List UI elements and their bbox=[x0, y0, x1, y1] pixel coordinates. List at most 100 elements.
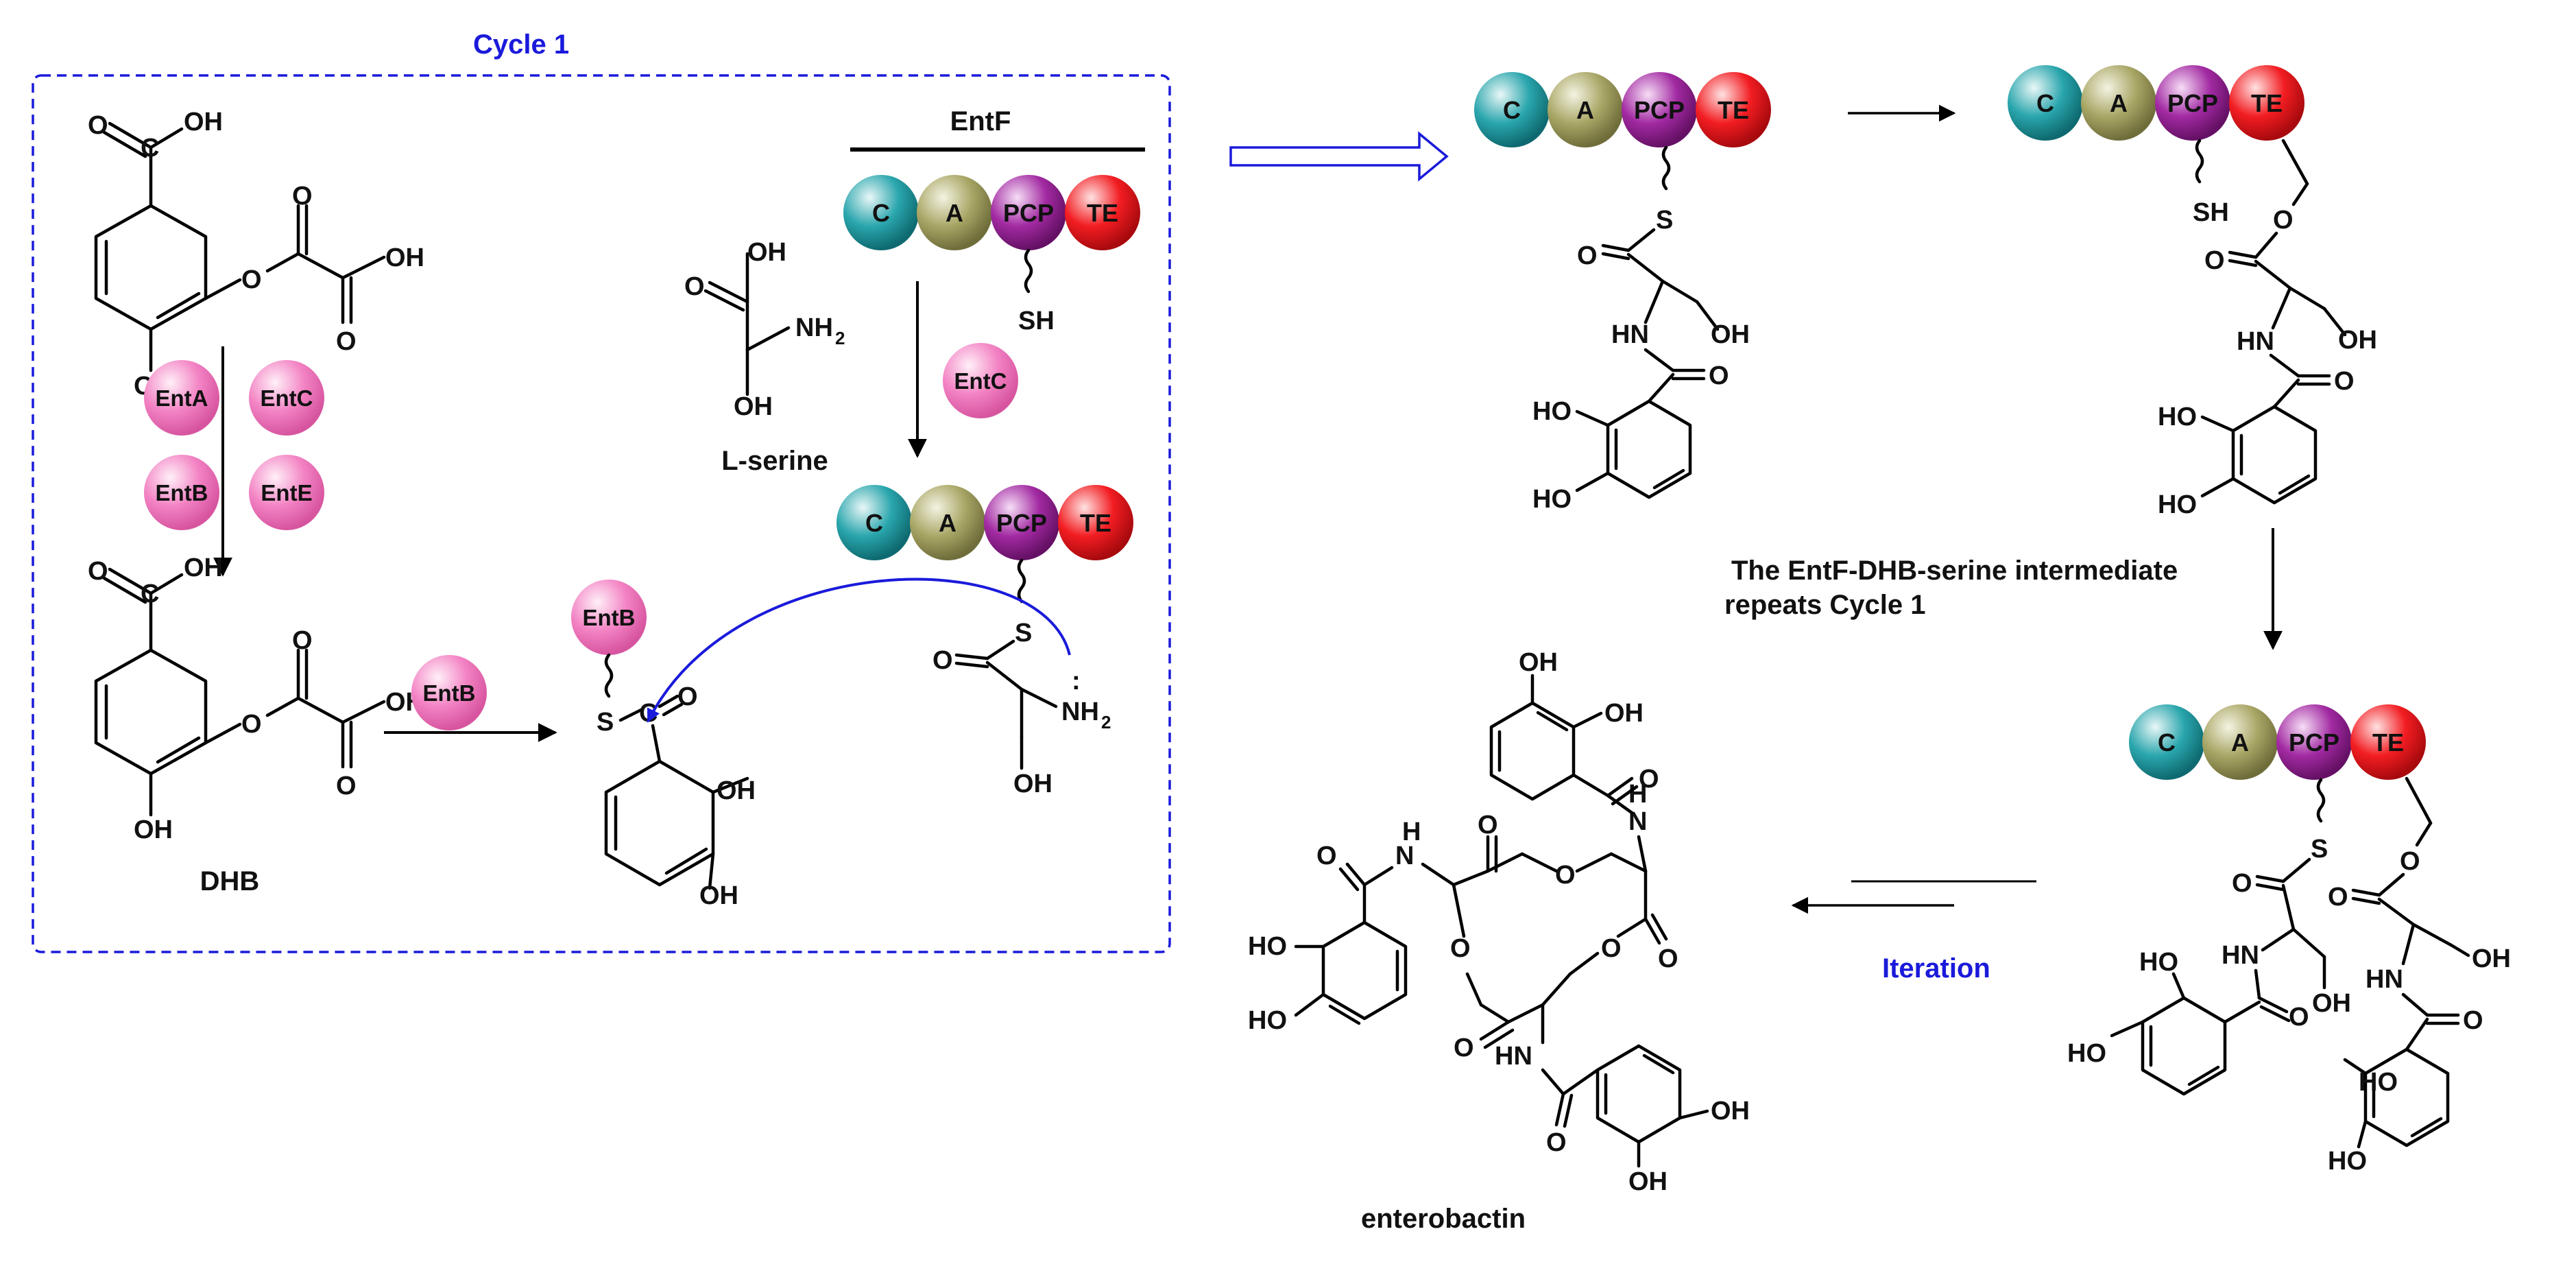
svg-text:OH: OH bbox=[747, 238, 786, 267]
svg-text:O: O bbox=[292, 626, 313, 655]
svg-text:NH: NH bbox=[1061, 698, 1099, 726]
repeat-text-line2: repeats Cycle 1 bbox=[1724, 590, 1926, 620]
svg-text:OH: OH bbox=[184, 553, 223, 582]
entf-te-ester: C A PCP TE SH O O OH HN O HO HO bbox=[2008, 65, 2377, 519]
enzyme-enta: EntA bbox=[144, 360, 219, 436]
chorismate-structure: O C OH OH O O O OH bbox=[88, 108, 424, 401]
svg-text:OH: OH bbox=[699, 881, 738, 910]
svg-text:O: O bbox=[88, 557, 108, 586]
svg-text:O: O bbox=[684, 272, 705, 301]
enzyme-ente: EntE bbox=[249, 455, 324, 530]
svg-text:O: O bbox=[677, 682, 698, 711]
svg-text:NH: NH bbox=[795, 313, 833, 342]
svg-text:PCP: PCP bbox=[2289, 728, 2339, 757]
svg-text:C: C bbox=[1503, 96, 1521, 124]
entb-dhb-thioester: EntB S C O OH OH bbox=[571, 580, 756, 910]
entf-label: EntF bbox=[950, 106, 1011, 136]
svg-text:OH: OH bbox=[1628, 1167, 1668, 1196]
svg-text:S: S bbox=[1015, 619, 1032, 647]
svg-text:O: O bbox=[1546, 1128, 1567, 1157]
svg-text:HO: HO bbox=[1248, 1006, 1287, 1035]
svg-text:HO: HO bbox=[2139, 948, 2178, 977]
cycle-1-box bbox=[32, 74, 1171, 953]
svg-text:C: C bbox=[639, 699, 658, 728]
svg-text:C: C bbox=[865, 509, 883, 537]
svg-text:HN: HN bbox=[1495, 1042, 1532, 1071]
svg-text:O: O bbox=[2334, 367, 2355, 396]
svg-text:O: O bbox=[1601, 934, 1622, 963]
svg-text:O: O bbox=[1639, 765, 1659, 794]
chorismate-oh-right: OH bbox=[385, 243, 424, 272]
svg-text:O: O bbox=[932, 646, 953, 675]
svg-text:TE: TE bbox=[2251, 89, 2283, 117]
svg-text:EntC: EntC bbox=[261, 385, 313, 411]
svg-text:EntE: EntE bbox=[261, 480, 312, 505]
svg-text:S: S bbox=[597, 708, 614, 737]
chorismate-c: C bbox=[141, 134, 159, 163]
svg-text:O: O bbox=[1709, 361, 1729, 390]
svg-text:O: O bbox=[2232, 869, 2252, 898]
svg-text:EntB: EntB bbox=[423, 680, 476, 706]
svg-text:HO: HO bbox=[2328, 1147, 2367, 1176]
svg-text:TE: TE bbox=[1087, 199, 1118, 227]
svg-text:O: O bbox=[2400, 847, 2420, 876]
svg-text:EntB: EntB bbox=[583, 605, 636, 630]
svg-text:A: A bbox=[946, 199, 963, 227]
svg-text:O: O bbox=[2289, 1003, 2309, 1032]
lone-pair: : bbox=[1072, 667, 1081, 695]
repeat-text-line1: The EntF-DHB-serine intermediate bbox=[1731, 556, 2178, 586]
svg-text:TE: TE bbox=[1080, 509, 1111, 537]
svg-text:O: O bbox=[1454, 1034, 1474, 1062]
svg-text:OH: OH bbox=[1519, 648, 1558, 677]
enzyme-entc: EntC bbox=[249, 360, 324, 436]
svg-text:OH: OH bbox=[2312, 989, 2351, 1018]
svg-text:OH: OH bbox=[1711, 320, 1750, 349]
svg-text:HO: HO bbox=[2158, 403, 2197, 431]
svg-text:OH: OH bbox=[1711, 1097, 1750, 1126]
svg-text:A: A bbox=[2231, 728, 2249, 757]
svg-text:A: A bbox=[939, 509, 956, 537]
enzyme-entb-step: EntB bbox=[411, 655, 487, 730]
svg-text:PCP: PCP bbox=[996, 509, 1047, 537]
svg-text:S: S bbox=[2311, 835, 2328, 864]
svg-text:2: 2 bbox=[835, 328, 845, 348]
svg-text:O: O bbox=[1450, 934, 1471, 963]
svg-text:HO: HO bbox=[2158, 490, 2197, 519]
svg-text:HO: HO bbox=[1248, 932, 1287, 961]
svg-text:HN: HN bbox=[2222, 941, 2259, 970]
entf-dimer-intermediate: C A PCP TE S O OH HN O HO HO O O bbox=[2067, 704, 2511, 1176]
svg-text:C: C bbox=[2158, 728, 2176, 757]
svg-text:PCP: PCP bbox=[1634, 96, 1685, 124]
svg-text:SH: SH bbox=[2193, 198, 2229, 227]
svg-text:O: O bbox=[241, 710, 262, 739]
svg-text:HO: HO bbox=[1532, 485, 1572, 514]
svg-text:EntA: EntA bbox=[156, 385, 208, 411]
svg-text:O: O bbox=[2204, 246, 2225, 275]
svg-text:EntC: EntC bbox=[954, 368, 1007, 394]
svg-text:O: O bbox=[2463, 1006, 2483, 1035]
svg-text:O: O bbox=[1478, 811, 1498, 840]
svg-text:O: O bbox=[2328, 883, 2348, 912]
svg-text:HN: HN bbox=[2366, 965, 2403, 994]
svg-text:EntB: EntB bbox=[156, 480, 208, 505]
svg-text:OH: OH bbox=[134, 815, 173, 844]
dhb-structure: O C OH OH O O O OH bbox=[88, 553, 424, 844]
svg-text:HO: HO bbox=[2067, 1039, 2106, 1068]
chorismate-o: O bbox=[88, 111, 108, 140]
enterobactin-label: enterobactin bbox=[1361, 1204, 1526, 1234]
svg-text:O: O bbox=[1658, 944, 1678, 973]
svg-text:O: O bbox=[1577, 241, 1598, 270]
svg-text:O: O bbox=[336, 772, 357, 800]
cycle-1-label: Cycle 1 bbox=[473, 29, 569, 60]
chorismate-ether-o: O bbox=[241, 265, 262, 294]
svg-text:OH: OH bbox=[2338, 326, 2377, 355]
svg-text:OH: OH bbox=[1013, 770, 1052, 798]
svg-text:S: S bbox=[1656, 206, 1673, 235]
chorismate-o-3: O bbox=[336, 327, 357, 356]
svg-text:SH: SH bbox=[1018, 307, 1055, 335]
svg-text:TE: TE bbox=[1718, 96, 1749, 124]
l-serine-label: L-serine bbox=[721, 446, 828, 476]
transfer-arrow bbox=[1229, 131, 1449, 182]
svg-text:2: 2 bbox=[1101, 712, 1111, 733]
svg-text:O: O bbox=[1555, 861, 1576, 890]
